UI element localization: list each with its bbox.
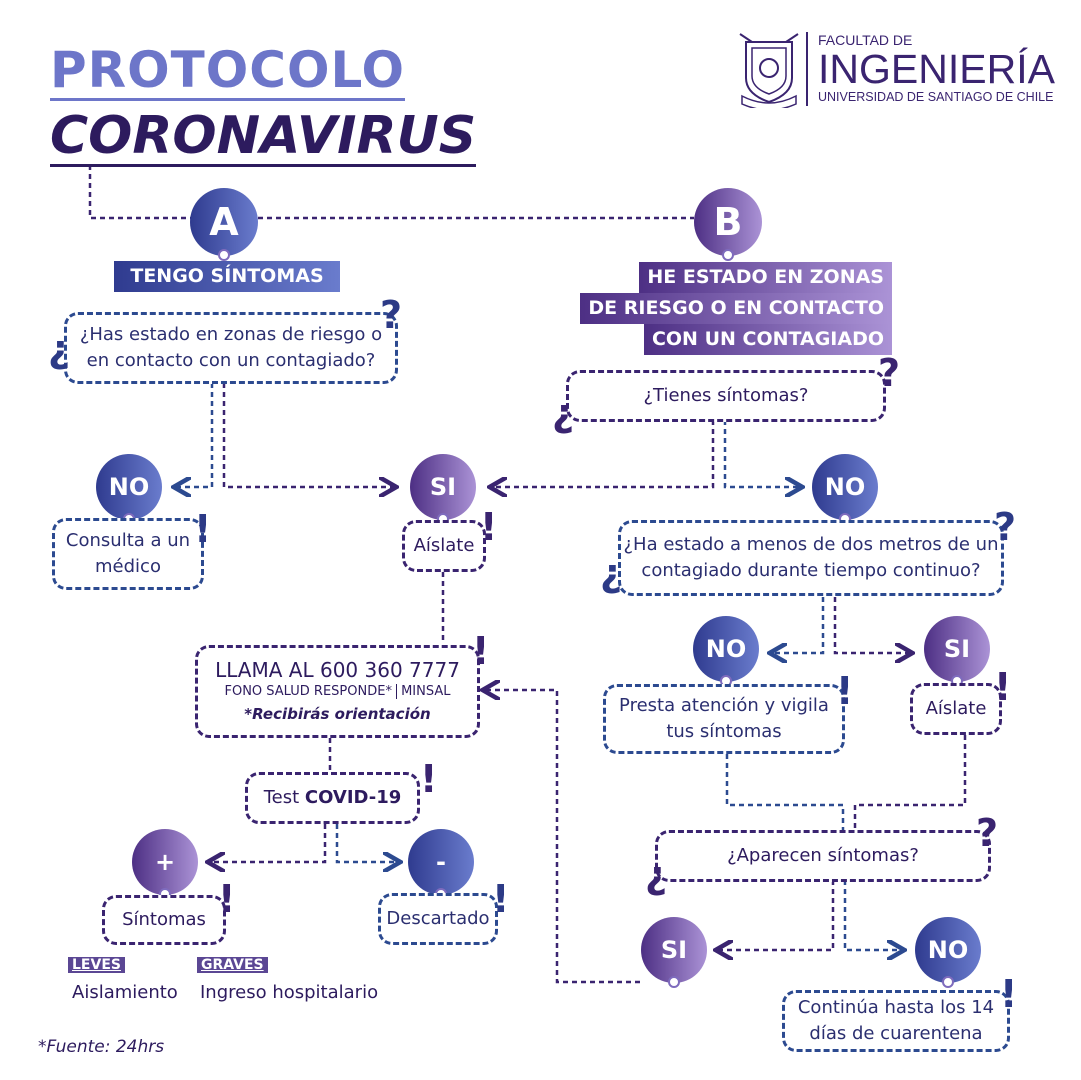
b-no2-circle: NO: [693, 616, 759, 687]
a-si-circle: SI: [410, 454, 476, 525]
exclamation-mark: !: [994, 665, 1012, 709]
test-negative-action: Descartado: [378, 893, 498, 945]
test-name: COVID-19: [304, 787, 402, 808]
leves-action: Aislamiento: [72, 982, 178, 1003]
branch-b-label: HE ESTADO EN ZONAS DE RIESGO O EN CONTAC…: [562, 262, 892, 355]
branch-b-label-line: HE ESTADO EN ZONAS: [639, 262, 892, 293]
test-prefix: Test: [263, 787, 305, 808]
exclamation-mark: !: [836, 669, 854, 713]
branch-a-label: TENGO SÍNTOMAS: [114, 261, 340, 292]
leves-tag: LEVES: [68, 957, 125, 973]
branch-a-question: ¿Has estado en zonas de riesgo o en cont…: [64, 312, 398, 384]
exclamation-mark: !: [420, 757, 438, 801]
test-positive-action: Síntomas: [102, 895, 226, 945]
footnote: *Fuente: 24hrs: [38, 1037, 165, 1057]
logo-ingenieria: INGENIERÍA: [818, 46, 1055, 92]
test-positive-circle: +: [132, 829, 198, 900]
logo-text: FACULTAD DE INGENIERÍA UNIVERSIDAD DE SA…: [818, 32, 1055, 104]
call-service-name: FONO SALUD RESPONDE*: [224, 683, 392, 699]
branch-b-circle: B: [694, 188, 762, 261]
exclamation-mark: !: [480, 505, 498, 549]
call-box: LLAMA AL 600 360 7777 FONO SALUD RESPOND…: [195, 645, 480, 738]
logo-divider: [806, 32, 808, 106]
exclamation-mark: !: [1000, 972, 1018, 1016]
a-si-action: Aíslate: [402, 520, 486, 572]
test-negative-circle: -: [408, 829, 474, 900]
question-close-mark: ?: [878, 351, 901, 395]
question-close-mark: ?: [976, 811, 999, 855]
question-open-mark: ¿: [600, 551, 623, 595]
b-si2-circle: SI: [924, 616, 990, 687]
graves-action: Ingreso hospitalario: [200, 982, 379, 1003]
logo-university: UNIVERSIDAD DE SANTIAGO DE CHILE: [818, 90, 1054, 104]
b-question2: ¿Ha estado a menos de dos metros de un c…: [618, 520, 1004, 596]
call-note: *Recibirás orientación: [244, 704, 431, 723]
exclamation-mark: !: [472, 629, 490, 673]
branch-b-label-line: CON UN CONTAGIADO: [643, 324, 892, 355]
call-number: LLAMA AL 600 360 7777: [215, 657, 460, 682]
b-si3-circle: SI: [641, 917, 707, 988]
question-open-mark: ¿: [48, 327, 71, 371]
question-open-mark: ¿: [645, 853, 668, 897]
logo-faculty: FACULTAD DE: [818, 32, 913, 48]
b-no3-action: Continúa hasta los 14 días de cuarentena: [782, 990, 1010, 1052]
title-coronavirus: CORONAVIRUS: [50, 106, 477, 167]
b-no2-action: Presta atención y vigila tus síntomas: [603, 684, 845, 754]
exclamation-mark: !: [492, 877, 510, 921]
b-si2-action: Aíslate: [910, 683, 1002, 735]
exclamation-mark: !: [194, 507, 212, 551]
question-close-mark: ?: [380, 293, 403, 337]
a-no-circle: NO: [96, 454, 162, 525]
test-box: Test COVID-19: [245, 772, 420, 824]
question-open-mark: ¿: [552, 391, 575, 435]
call-minsal: MINSAL: [396, 683, 451, 699]
exclamation-mark: !: [218, 877, 236, 921]
branch-b-question: ¿Tienes síntomas?: [566, 370, 886, 422]
call-service: FONO SALUD RESPONDE* MINSAL: [224, 681, 451, 703]
graves-tag: GRAVES: [197, 957, 268, 973]
a-no-action: Consulta a un médico: [52, 518, 204, 590]
b-question3: ¿Aparecen síntomas?: [655, 830, 991, 882]
b-no-circle: NO: [812, 454, 878, 525]
branch-a-circle: A: [190, 188, 258, 261]
branch-b-label-line: DE RIESGO O EN CONTACTO: [580, 293, 892, 324]
university-crest-icon: [739, 33, 799, 108]
b-no3-circle: NO: [915, 917, 981, 988]
title-protocolo: PROTOCOLO: [50, 41, 406, 101]
question-close-mark: ?: [994, 505, 1017, 549]
